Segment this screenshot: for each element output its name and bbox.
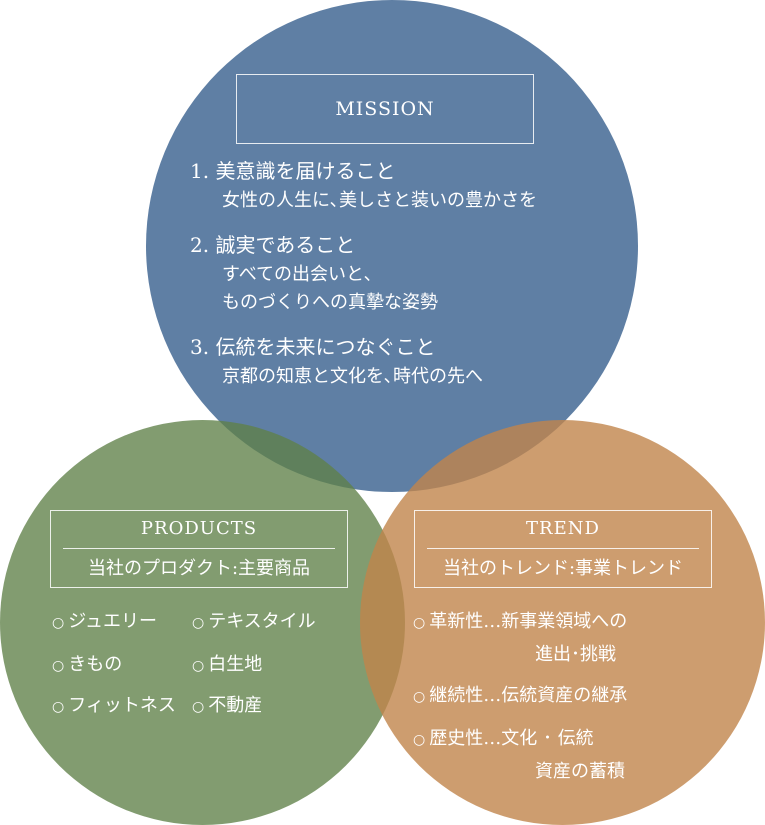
mission-item-title: 2. 誠実であること [190,233,356,257]
product-item: ○不動産 [192,695,263,716]
products-subheading: 当社のプロダクト:主要商品 [87,558,311,579]
mission-list: 1. 美意識を届けること 女性の人生に､美しさと装いの豊かさを 2. 誠実である… [190,155,620,405]
product-item: ○ジュエリー [52,611,157,632]
products-heading-box: PRODUCTS 当社のプロダクト:主要商品 [50,510,348,588]
bullet-icon: ○ [413,689,426,705]
product-item: ○白生地 [192,654,263,675]
mission-circle [146,0,638,492]
products-divider [63,548,335,549]
trend-heading-box: TREND 当社のトレンド:事業トレンド [414,510,712,588]
trend-item-continued: 進出･挑戦 [535,644,616,665]
products-circle [0,420,405,825]
bullet-icon: ○ [52,699,65,715]
product-item: ○フィットネス [52,695,176,716]
mission-item-desc: 京都の知恵と文化を､時代の先へ [222,366,483,387]
trend-subheading: 当社のトレンド:事業トレンド [442,558,684,579]
bullet-icon: ○ [192,699,205,715]
bullet-icon: ○ [52,658,65,674]
mission-item: 1. 美意識を届けること 女性の人生に､美しさと装いの豊かさを [190,155,620,215]
bullet-icon: ○ [413,732,426,748]
trend-item: ○歴史性…文化 ･ 伝統 [413,728,594,749]
products-heading: PRODUCTS [140,518,258,539]
mission-heading-box: MISSION [236,74,534,144]
trend-item: ○革新性…新事業領域への [413,611,628,632]
mission-item-title: 1. 美意識を届けること [190,159,396,183]
bullet-icon: ○ [192,615,205,631]
mission-item-desc: ものづくりへの真摯な姿勢 [222,292,438,313]
trend-circle [360,420,765,825]
mission-item: 2. 誠実であること すべての出会いと､ ものづくりへの真摯な姿勢 [190,229,620,317]
bullet-icon: ○ [192,658,205,674]
trend-heading: TREND [526,518,600,539]
mission-item-desc: 女性の人生に､美しさと装いの豊かさを [222,190,537,211]
trend-divider [427,548,699,549]
product-item: ○きもの [52,654,123,675]
trend-item-continued: 資産の蓄積 [535,761,625,782]
bullet-icon: ○ [413,615,426,631]
mission-item-title: 3. 伝統を未来につなぐこと [190,335,436,359]
mission-item: 3. 伝統を未来につなぐこと 京都の知恵と文化を､時代の先へ [190,331,620,391]
mission-heading: MISSION [335,98,435,120]
product-item: ○テキスタイル [192,611,316,632]
mission-item-desc: すべての出会いと､ [222,264,374,285]
trend-item: ○継続性…伝統資産の継承 [413,685,628,706]
bullet-icon: ○ [52,615,65,631]
